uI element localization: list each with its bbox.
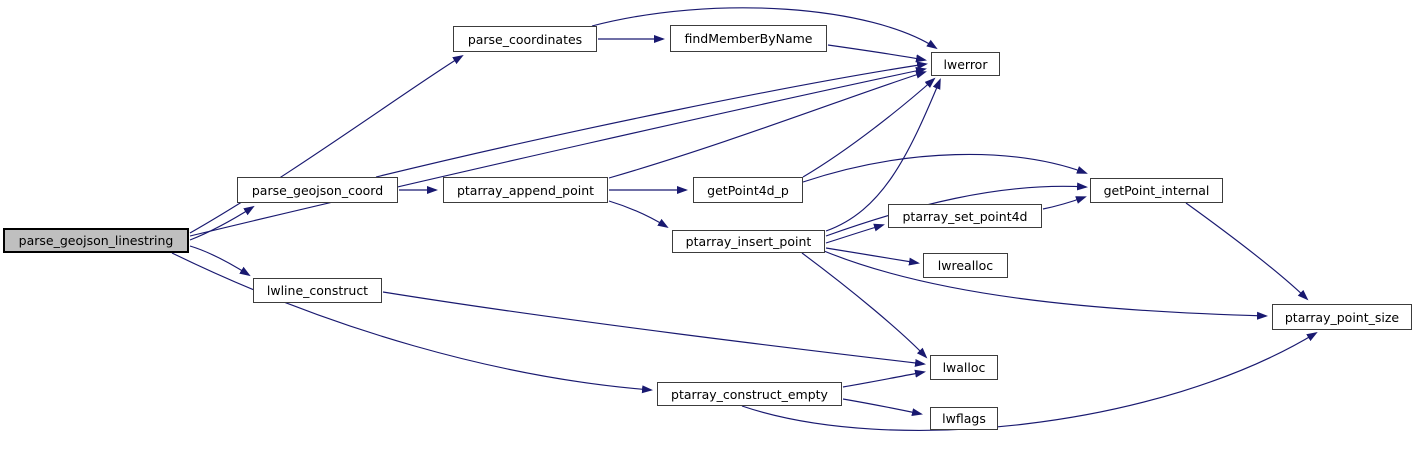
edge-parse_geojson_linestring-to-parse_geojson_coord (189, 205, 255, 241)
graph-node-label: ptarray_insert_point (685, 234, 812, 249)
edge-ptarray_insert_point-to-lwrealloc (825, 247, 920, 266)
edge-ptarray_set_point4d-to-getPoint_internal (1042, 196, 1087, 210)
edge-parse_geojson_linestring-to-ptarray_construct_empty (171, 252, 653, 394)
graph-node-label: getPoint4d_p (707, 182, 789, 198)
node-ptarray_set_point4d[interactable]: ptarray_set_point4d (888, 204, 1042, 228)
graph-node-label: parse_geojson_coord (251, 182, 384, 198)
edge-findMemberByName-to-lwerror (827, 44, 927, 63)
node-findMemberByName[interactable]: findMemberByName (670, 25, 827, 52)
node-lwline_construct[interactable]: lwline_construct (253, 278, 382, 303)
graph-node-label: parse_coordinates (467, 31, 583, 47)
edge-ptarray_append_point-to-ptarray_insert_point (608, 200, 669, 229)
edge-ptarray_insert_point-to-lwerror (825, 78, 941, 232)
graph-node-label: ptarray_point_size (1284, 309, 1400, 325)
graph-node-label: lwalloc (942, 360, 986, 375)
edge-parse_geojson_linestring-to-lwline_construct (189, 245, 251, 277)
edge-ptarray_insert_point-to-ptarray_point_size (823, 250, 1268, 320)
graph-node-label: lwline_construct (266, 283, 369, 298)
edge-parse_geojson_linestring-to-lwerror (189, 66, 927, 237)
edge-lwline_construct-to-lwalloc (382, 291, 926, 367)
graph-node-label: lwflags (942, 411, 986, 426)
graph-node-label: ptarray_append_point (456, 182, 595, 198)
node-parse_geojson_linestring[interactable]: parse_geojson_linestring (3, 228, 189, 253)
edge-getPoint_internal-to-ptarray_point_size (1185, 202, 1309, 301)
node-ptarray_construct_empty[interactable]: ptarray_construct_empty (657, 382, 842, 406)
node-parse_coordinates[interactable]: parse_coordinates (453, 26, 597, 52)
edge-getPoint4d_p-to-getPoint_internal (802, 153, 1088, 183)
edge-ptarray_construct_empty-to-lwalloc (842, 369, 926, 388)
graph-node-label: parse_geojson_linestring (18, 233, 174, 248)
edge-parse_coordinates-to-lwerror (591, 7, 938, 50)
node-getPoint4d_p[interactable]: getPoint4d_p (693, 177, 803, 203)
edge-layer (171, 7, 1318, 431)
node-lwerror[interactable]: lwerror (931, 52, 1000, 76)
node-ptarray_point_size[interactable]: ptarray_point_size (1272, 304, 1412, 330)
node-lwrealloc[interactable]: lwrealloc (923, 253, 1008, 278)
edge-ptarray_construct_empty-to-ptarray_point_size (741, 331, 1318, 431)
edge-parse_geojson_coord-to-lwerror (375, 61, 928, 178)
edge-ptarray_append_point-to-lwerror (608, 70, 927, 179)
graph-node-label: ptarray_construct_empty (671, 386, 828, 402)
node-lwflags[interactable]: lwflags (930, 407, 998, 430)
edge-ptarray_insert_point-to-lwalloc (801, 252, 928, 359)
edge-parse_geojson_linestring-to-parse_coordinates (189, 54, 464, 234)
node-ptarray_append_point[interactable]: ptarray_append_point (443, 177, 608, 203)
graph-node-label: findMemberByName (684, 31, 813, 46)
graph-node-label: lwrealloc (937, 258, 994, 273)
graph-node-label: getPoint_internal (1103, 183, 1210, 198)
edge-ptarray_insert_point-to-getPoint_internal (825, 182, 1088, 237)
node-ptarray_insert_point[interactable]: ptarray_insert_point (672, 230, 825, 253)
node-getPoint_internal[interactable]: getPoint_internal (1090, 178, 1223, 203)
edge-ptarray_insert_point-to-ptarray_set_point4d (825, 223, 885, 244)
node-lwalloc[interactable]: lwalloc (930, 355, 998, 380)
graph-node-label: ptarray_set_point4d (902, 208, 1028, 224)
node-parse_geojson_coord[interactable]: parse_geojson_coord (237, 177, 398, 203)
edge-getPoint4d_p-to-lwerror (802, 77, 936, 178)
graph-node-label: lwerror (943, 56, 988, 72)
edge-ptarray_construct_empty-to-lwflags (842, 398, 923, 417)
